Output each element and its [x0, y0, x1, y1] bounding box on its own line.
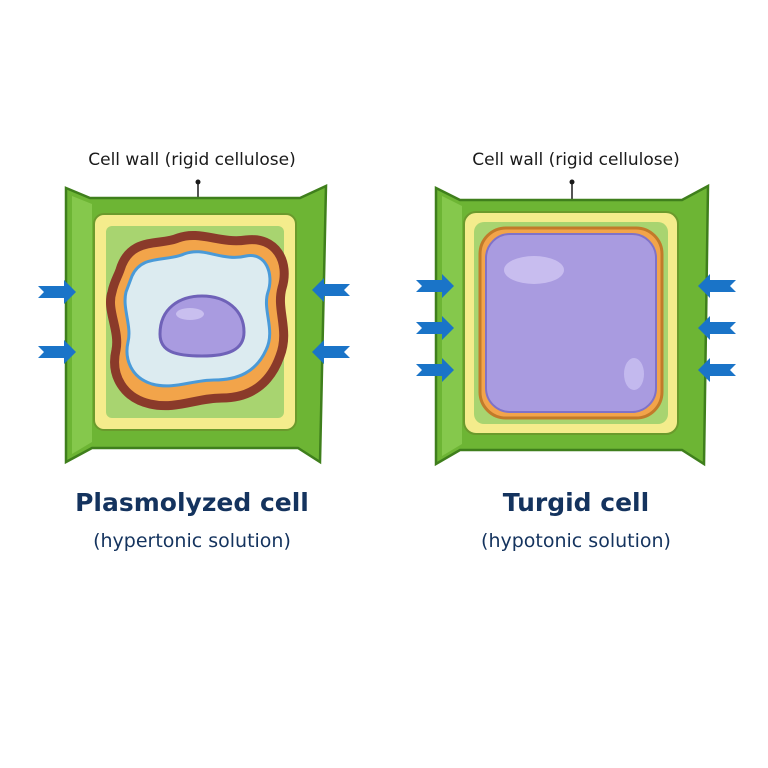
cell-wall-highlight	[72, 196, 92, 454]
cell-wall-label: Cell wall (rigid cellulose)	[472, 150, 680, 170]
arrow-left-bottom	[38, 340, 76, 364]
arrow-left-3	[416, 358, 454, 382]
water-out-arrows	[38, 278, 350, 364]
arrow-left-top	[38, 280, 76, 304]
hypotonic-subtitle: (hypotonic solution)	[481, 530, 671, 552]
arrow-left-2	[416, 316, 454, 340]
water-in-arrows	[416, 274, 736, 382]
cell-wall-label: Cell wall (rigid cellulose)	[88, 150, 296, 170]
plasmolyzed-cell-diagram	[38, 179, 350, 465]
arrow-right-bottom	[312, 340, 350, 364]
arrow-right-2	[698, 316, 736, 340]
turgid-cell-diagram	[416, 179, 736, 467]
arrow-left-1	[416, 274, 454, 298]
arrow-right-1	[698, 274, 736, 298]
turgid-panel: Cell wall (rigid cellulose) Turgid cell …	[384, 0, 768, 768]
vacuole-highlight	[504, 256, 564, 284]
plasmolyzed-title: Plasmolyzed cell	[75, 488, 309, 517]
nucleus-highlight	[176, 308, 204, 320]
turgid-title: Turgid cell	[502, 488, 650, 517]
hypertonic-subtitle: (hypertonic solution)	[93, 530, 291, 552]
plasmolyzed-panel: Cell wall (rigid cellulose) Plasmolyzed …	[38, 150, 350, 552]
nucleus	[158, 294, 246, 358]
arrow-right-top	[312, 278, 350, 302]
vacuole-highlight-2	[624, 358, 644, 390]
arrow-right-3	[698, 358, 736, 382]
